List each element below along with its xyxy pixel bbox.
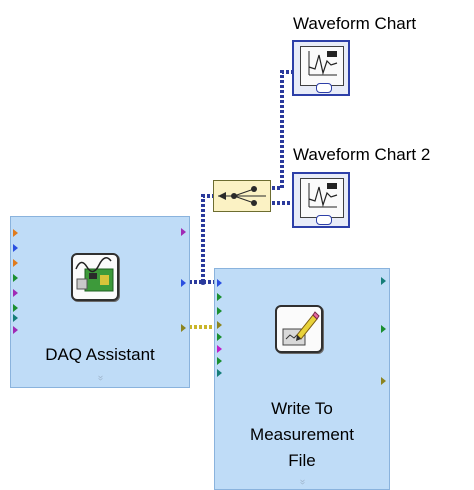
pencil-file-icon [275,305,323,353]
waveform-chart-label: Waveform Chart [293,14,417,33]
file-error-input-terminal[interactable] [217,321,222,329]
loop-indicator-icon [316,215,332,225]
file-input-terminal[interactable] [217,333,222,341]
daq-input-terminal[interactable] [13,304,18,312]
waveform-chart-icon [300,178,344,218]
merge-signals-node[interactable] [213,180,271,212]
daq-input-terminal[interactable] [13,274,18,282]
write-file-label-line2: Measurement [250,425,354,444]
loop-indicator-icon [316,83,332,93]
file-input-terminal[interactable] [217,307,222,315]
file-input-terminal[interactable] [217,357,222,365]
file-output-terminal[interactable] [381,325,386,333]
daq-hardware-icon [71,253,119,301]
file-output-terminal[interactable] [381,277,386,285]
file-input-terminal[interactable] [217,369,222,377]
expand-node-icon[interactable]: » [297,479,308,485]
file-error-output-terminal[interactable] [381,377,386,385]
write-file-label-line3: File [288,451,316,470]
write-measurement-file-node[interactable]: Write To Measurement File » [214,268,390,490]
file-input-terminal[interactable] [217,345,222,353]
merge-signals-icon [218,186,266,206]
daq-input-terminal[interactable] [13,326,18,334]
waveform-chart-terminal[interactable] [292,40,350,96]
daq-assistant-label: DAQ Assistant [45,345,155,364]
write-file-label-line1: Write To [271,399,333,418]
dynamic-data-wire[interactable] [189,280,205,284]
file-input-terminal[interactable] [217,279,222,287]
daq-input-terminal[interactable] [13,229,18,237]
daq-error-output-terminal[interactable] [181,324,186,332]
daq-input-terminal[interactable] [13,289,18,297]
file-input-terminal[interactable] [217,293,222,301]
waveform-chart-icon [300,46,344,86]
daq-input-terminal[interactable] [13,259,18,267]
daq-input-terminal[interactable] [13,314,18,322]
expand-node-icon[interactable]: » [95,375,106,381]
daq-data-output-terminal[interactable] [181,279,186,287]
daq-input-terminal[interactable] [13,244,18,252]
waveform-chart-2-terminal[interactable] [292,172,350,228]
daq-assistant-node[interactable]: DAQ Assistant » [10,216,190,388]
daq-output-terminal[interactable] [181,228,186,236]
waveform-chart-2-label: Waveform Chart 2 [293,145,431,164]
chart1-wire[interactable] [272,70,294,190]
